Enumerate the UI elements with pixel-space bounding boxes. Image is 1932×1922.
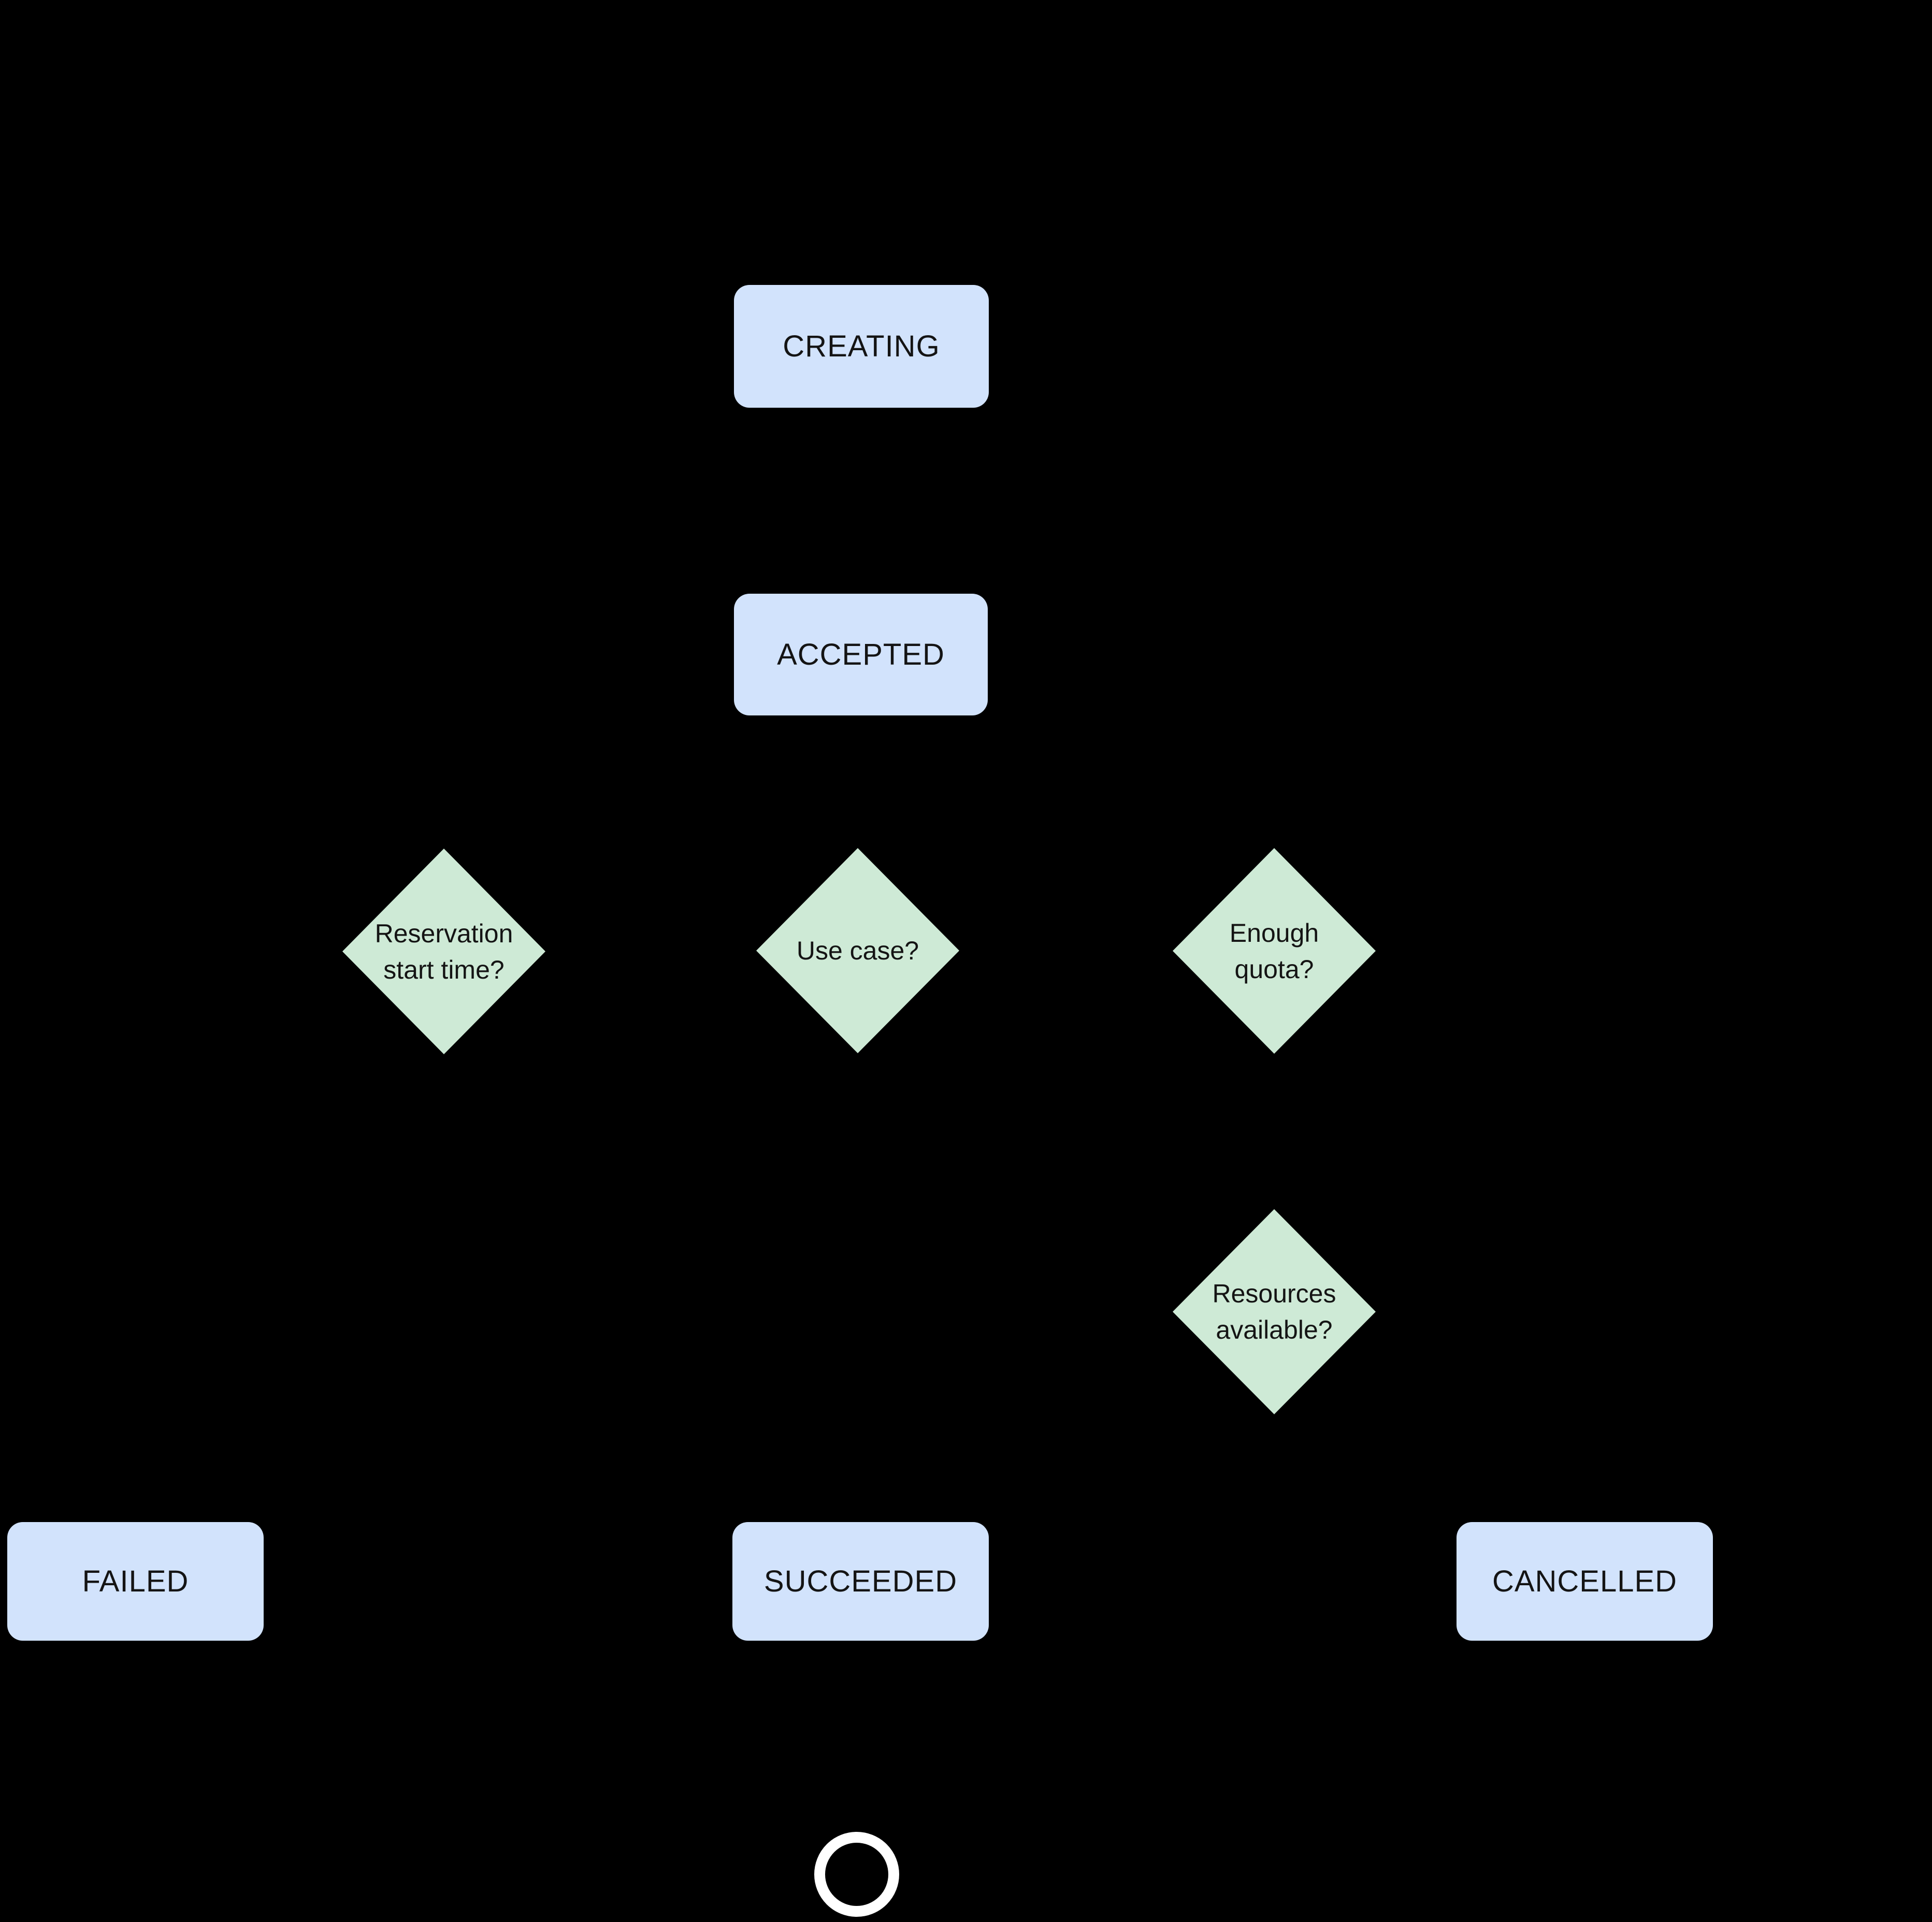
state-label: SUCCEEDED bbox=[763, 1565, 958, 1598]
decision-node-enough-quota: Enough quota? bbox=[1173, 848, 1376, 1054]
decision-label-line: Reservation bbox=[374, 919, 513, 948]
decision-label-line: Use case? bbox=[796, 936, 919, 965]
decision-node-resources-available: Resources available? bbox=[1173, 1209, 1376, 1414]
state-node-cancelled: CANCELLED bbox=[1457, 1522, 1713, 1641]
end-state-circle-icon bbox=[814, 1832, 899, 1917]
state-node-accepted: ACCEPTED bbox=[734, 594, 988, 715]
decision-label-line: Resources bbox=[1212, 1279, 1336, 1308]
state-label: CANCELLED bbox=[1492, 1565, 1678, 1598]
state-label: FAILED bbox=[82, 1565, 189, 1598]
decision-label-line: quota? bbox=[1234, 954, 1314, 984]
state-node-succeeded: SUCCEEDED bbox=[732, 1522, 989, 1641]
state-node-failed: FAILED bbox=[7, 1522, 264, 1641]
decision-node-use-case: Use case? bbox=[756, 848, 959, 1053]
decision-label-line: available? bbox=[1216, 1315, 1333, 1344]
decision-label-line: start time? bbox=[383, 955, 504, 984]
decision-label-line: Enough bbox=[1229, 918, 1319, 948]
decision-node-reservation-start-time: Reservation start time? bbox=[342, 849, 545, 1054]
state-label: CREATING bbox=[783, 329, 940, 363]
state-node-creating: CREATING bbox=[734, 285, 989, 408]
state-label: ACCEPTED bbox=[777, 638, 945, 671]
